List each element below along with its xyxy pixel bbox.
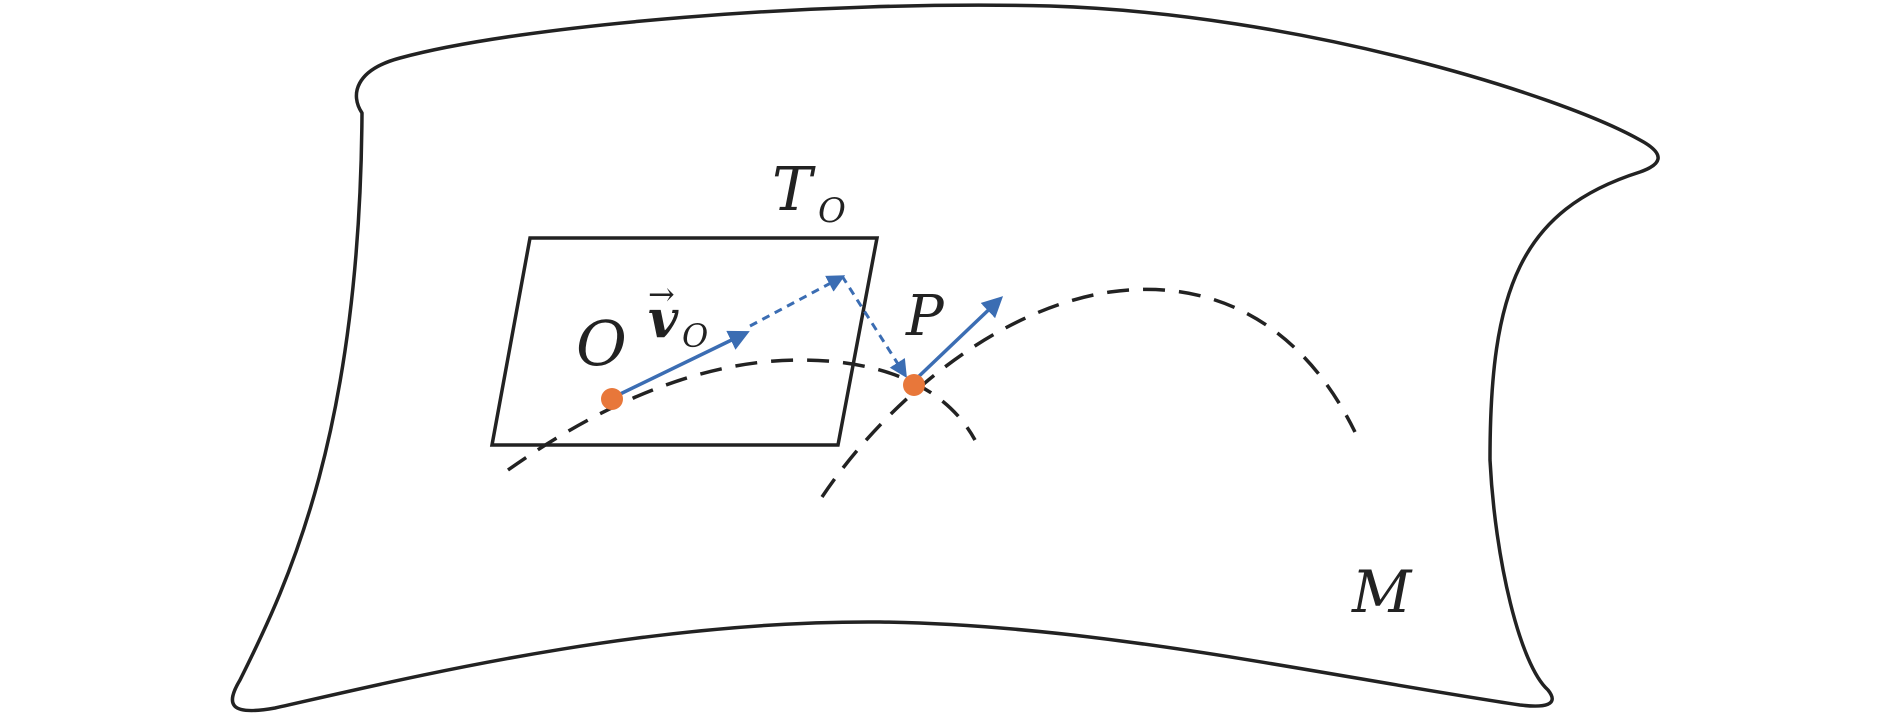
vector-extension [749, 275, 846, 328]
vector-v-o [611, 330, 750, 400]
tangent-plane [489, 236, 880, 447]
vector-at-p [913, 296, 1004, 382]
label-manifold: M [1351, 558, 1413, 626]
manifold-surface [230, 3, 1660, 713]
label-vector-arrow: → [648, 275, 675, 313]
label-tangent-space-subscript: O [818, 191, 846, 231]
point-o [601, 388, 623, 410]
label-origin: O [576, 307, 627, 380]
point-p [903, 374, 925, 396]
label-vector-subscript: O [682, 317, 708, 355]
label-point: P [905, 284, 945, 349]
geodesic-curve-o [506, 358, 977, 472]
geodesic-curve-p [820, 287, 1357, 498]
label-tangent-space: T [772, 155, 816, 225]
label-vector: v [648, 289, 679, 350]
vector-transport [840, 275, 907, 379]
